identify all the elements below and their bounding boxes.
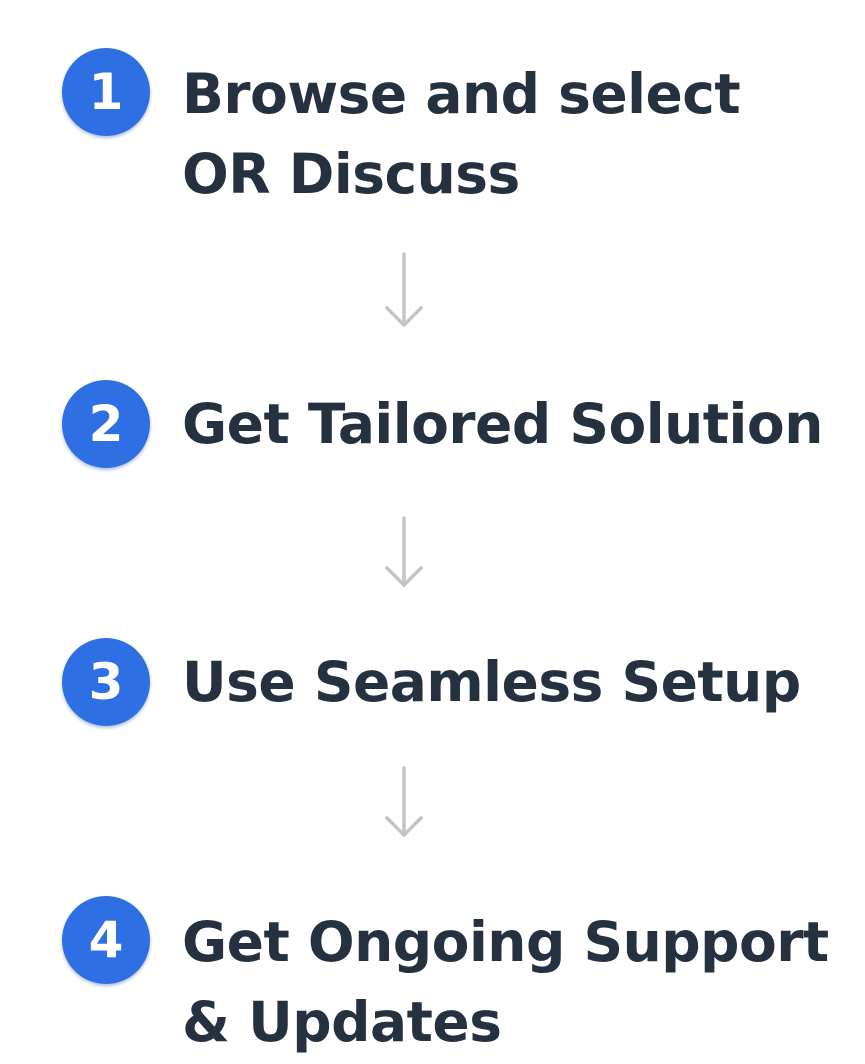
step-number-badge: 4 [62, 896, 150, 984]
step-label: Get Ongoing Support & Updates [182, 910, 829, 1054]
step-2: 2 Get Tailored Solution [62, 380, 832, 468]
arrow-down-icon [384, 766, 424, 840]
step-number-badge: 3 [62, 638, 150, 726]
step-label: Use Seamless Setup [182, 650, 801, 714]
arrow-down-icon [384, 252, 424, 330]
arrow-down-icon [384, 516, 424, 590]
step-4: 4 Get Ongoing Support & Updates [62, 896, 832, 1062]
step-number-badge: 1 [62, 48, 150, 136]
step-1: 1 Browse and select OR Discuss [62, 48, 832, 214]
step-label: Get Tailored Solution [182, 392, 823, 456]
step-label: Browse and select OR Discuss [182, 62, 741, 206]
step-3: 3 Use Seamless Setup [62, 638, 832, 726]
step-number-badge: 2 [62, 380, 150, 468]
